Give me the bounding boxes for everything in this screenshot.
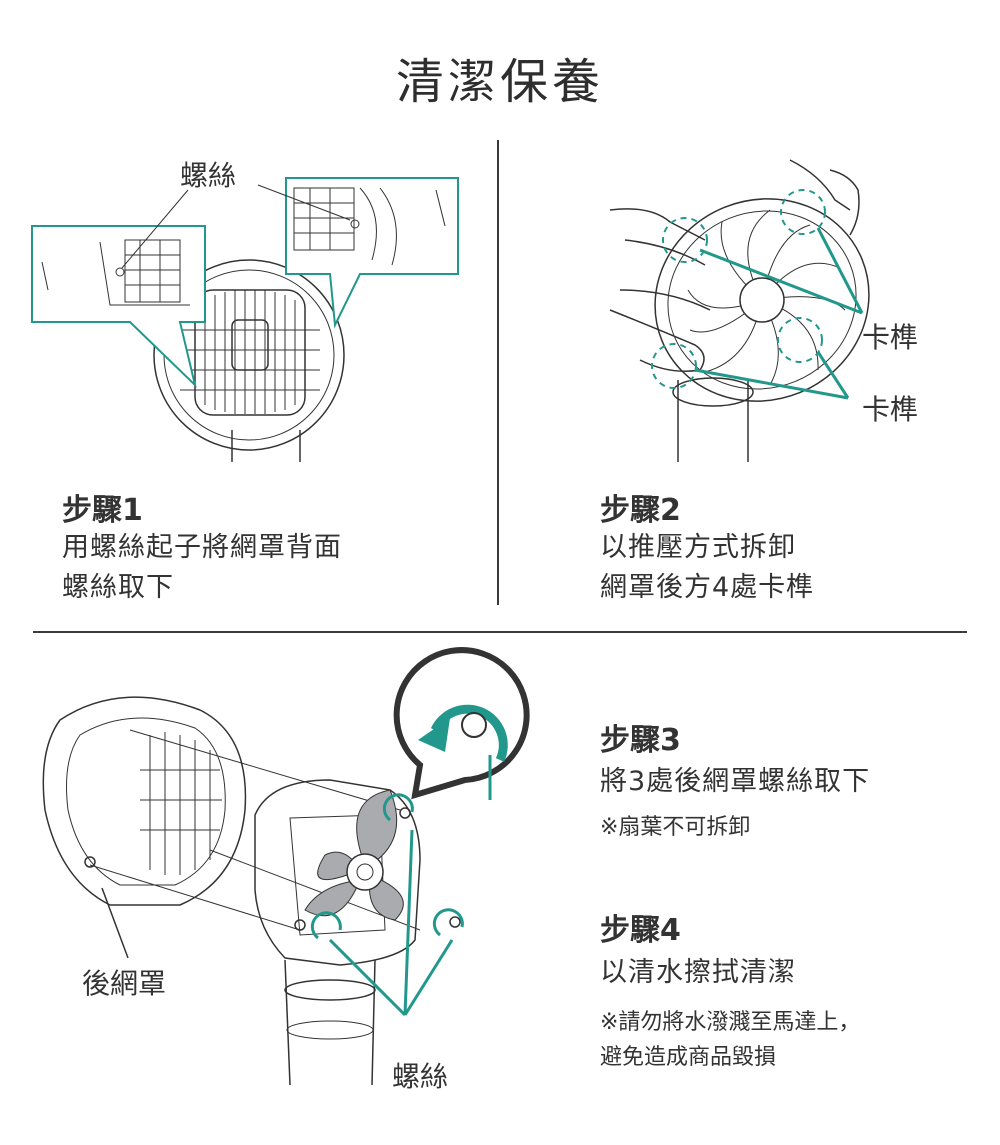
step2-line-1: 以推壓方式拆卸 (600, 532, 796, 563)
step1-screw-label: 螺絲 (180, 159, 237, 192)
step3-note: ※扇葉不可拆卸 (600, 815, 751, 840)
step1-line-2: 螺絲取下 (62, 572, 174, 603)
step1-illustration (31, 177, 459, 462)
step2-title: 步驟2 (600, 493, 681, 528)
vertical-divider (497, 140, 499, 605)
step3-illustration (42, 647, 530, 1086)
step1-line-1: 用螺絲起子將網罩背面 (62, 532, 342, 563)
step2-latch-label-1: 卡榫 (862, 321, 919, 354)
page-title: 清潔保養 (395, 54, 604, 110)
rear-cover-label: 後網罩 (82, 967, 167, 1000)
step3-line: 將3處後網罩螺絲取下 (600, 766, 871, 797)
step3-screw-label: 螺絲 (392, 1060, 449, 1093)
step4-note-2: 避免造成商品毀損 (600, 1045, 777, 1070)
horizontal-divider (33, 631, 967, 633)
step4-note-1: ※請勿將水潑濺至馬達上， (600, 1010, 861, 1035)
step2-latch-label-2: 卡榫 (862, 393, 919, 426)
step2-line-2: 網罩後方4處卡榫 (600, 572, 815, 603)
step4-line: 以清水擦拭清潔 (600, 957, 796, 988)
step4-title: 步驟4 (600, 913, 681, 948)
step1-title: 步驟1 (62, 493, 143, 528)
step2-illustration (609, 159, 870, 462)
step3-title: 步驟3 (600, 723, 681, 758)
